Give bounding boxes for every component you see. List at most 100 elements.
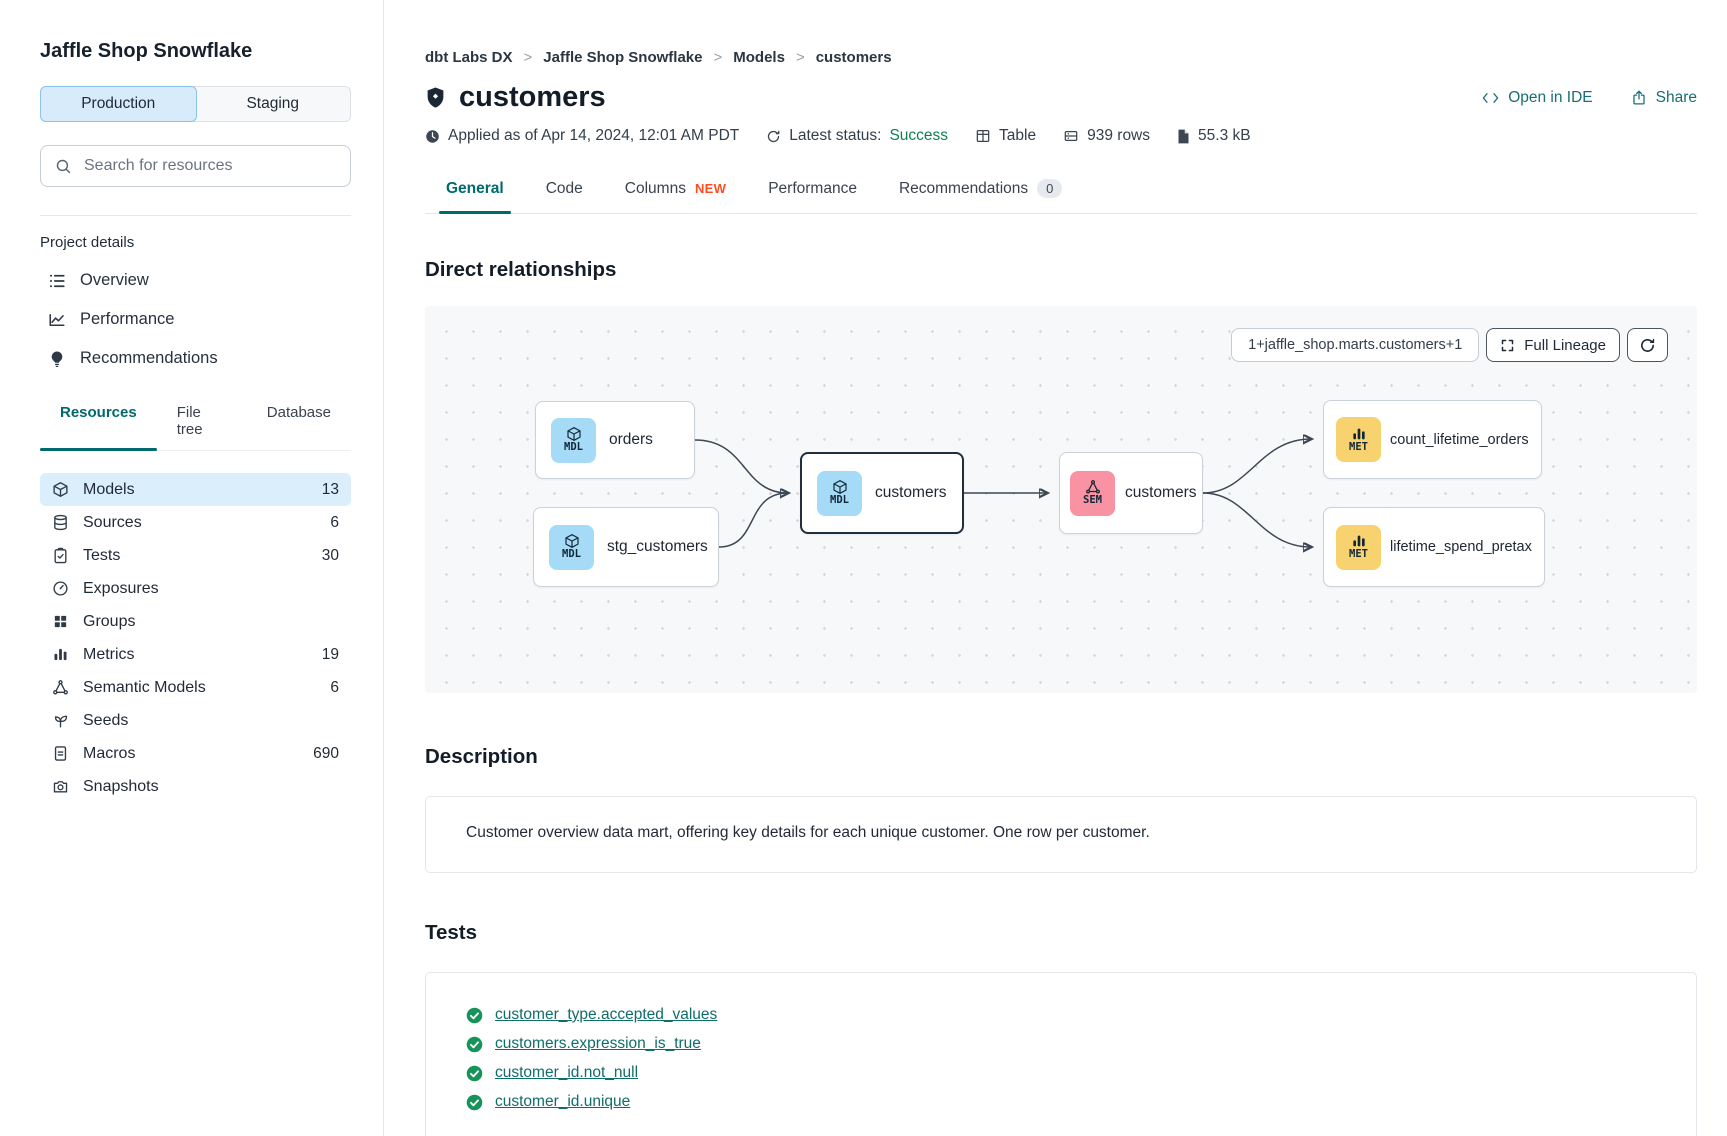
semantic-badge: SEM [1070,470,1115,516]
env-tab-staging[interactable]: Staging [246,95,300,112]
resource-label: Snapshots [83,777,159,795]
cube-icon [564,534,579,549]
search-icon [56,159,71,173]
lineage-node-lifetime-spend-pretax[interactable]: MET lifetime_spend_pretax [1323,507,1545,587]
search-input[interactable] [84,157,336,175]
share-button[interactable]: Share [1631,89,1697,107]
search-box[interactable] [40,145,351,187]
tab-recommendations[interactable]: Recommendations 0 [878,179,1083,213]
resource-label: Seeds [83,711,129,729]
section-title-tests: Tests [425,921,478,944]
applied-timestamp: Applied as of Apr 14, 2024, 12:01 AM PDT [425,127,739,145]
table-icon [976,130,990,142]
bar-chart-icon [1352,535,1365,547]
count-badge: 0 [1037,179,1063,198]
sidebar-item-label: Overview [80,271,149,289]
sidebar-item-macros[interactable]: Macros 690 [40,737,351,770]
share-icon [1632,90,1645,105]
sidebar-item-label: Performance [80,310,175,328]
clock-icon [426,129,439,143]
check-circle-icon [466,1065,483,1081]
sidebar-item-exposures[interactable]: Exposures [40,572,351,605]
tab-database[interactable]: Database [266,404,331,421]
code-icon [1482,92,1499,103]
full-lineage-button[interactable]: Full Lineage [1486,328,1620,362]
sidebar-item-performance[interactable]: Performance [40,300,351,339]
lineage-panel[interactable]: 1+jaffle_shop.marts.customers+1 Full Lin… [425,306,1697,693]
resource-label: Sources [83,513,142,531]
model-badge: MDL [817,470,862,516]
lineage-node-customers-model[interactable]: MDL customers [800,452,964,534]
database-icon [54,514,67,531]
cube-icon [566,427,581,442]
bar-chart-icon [1352,428,1365,440]
test-link[interactable]: customers.expression_is_true [495,1035,701,1052]
description-card: Customer overview data mart, offering ke… [425,796,1697,873]
resource-count: 13 [321,480,339,498]
check-circle-icon [466,1007,483,1023]
chevron-right-icon: > [523,49,533,66]
sidebar: Jaffle Shop Snowflake Production Staging… [0,0,384,1136]
chevron-right-icon: > [713,49,723,66]
tab-performance[interactable]: Performance [768,179,857,197]
lineage-node-orders[interactable]: MDL orders [535,401,695,479]
grid-icon [54,615,67,628]
open-in-ide-button[interactable]: Open in IDE [1482,89,1593,107]
resource-label: Metrics [83,645,135,663]
bar-chart-icon [54,648,67,661]
tab-general[interactable]: General [425,179,525,214]
sidebar-item-groups[interactable]: Groups [40,605,351,638]
chart-line-icon [49,313,65,326]
model-badge: MDL [549,524,594,570]
sidebar-divider [40,215,351,216]
rows-icon [1064,131,1078,141]
chevron-right-icon: > [795,49,805,66]
tab-resources[interactable]: Resources [40,404,157,451]
refresh-lineage-button[interactable] [1627,328,1668,362]
resource-label: Tests [83,546,121,564]
sidebar-item-tests[interactable]: Tests 30 [40,539,351,572]
lineage-node-count-lifetime-orders[interactable]: MET count_lifetime_orders [1323,400,1542,479]
tab-code[interactable]: Code [545,179,583,197]
lineage-selector-input[interactable]: 1+jaffle_shop.marts.customers+1 [1231,328,1480,362]
test-link[interactable]: customer_type.accepted_values [495,1006,718,1023]
clipboard-check-icon [54,547,67,564]
semantic-network-icon [1085,480,1100,494]
sidebar-item-metrics[interactable]: Metrics 19 [40,638,351,671]
metric-badge: MET [1336,417,1381,462]
environment-toggle: Production Staging [40,86,351,122]
tests-card: customer_type.accepted_values customers.… [425,972,1697,1136]
breadcrumb-item-project[interactable]: Jaffle Shop Snowflake [543,49,703,66]
sidebar-item-models[interactable]: Models 13 [40,473,351,506]
tab-file-tree[interactable]: File tree [176,404,203,438]
section-title-direct-relationships: Direct relationships [425,258,617,281]
resource-label: Groups [83,612,136,630]
resource-count: 6 [330,513,339,531]
breadcrumb-item-models[interactable]: Models [733,49,785,66]
description-text: Customer overview data mart, offering ke… [466,824,1150,841]
cube-icon [832,480,847,495]
env-tab-production[interactable]: Production [40,86,197,122]
sidebar-item-sources[interactable]: Sources 6 [40,506,351,539]
test-link[interactable]: customer_id.unique [495,1093,631,1110]
resource-count: 6 [330,678,339,696]
sidebar-item-snapshots[interactable]: Snapshots [40,770,351,803]
lineage-node-customers-semantic[interactable]: SEM customers [1059,452,1203,534]
section-title-description: Description [425,745,538,768]
tab-columns[interactable]: Columns NEW [624,179,727,197]
breadcrumb-item-dbt-labs-dx[interactable]: dbt Labs DX [425,49,513,66]
sidebar-item-overview[interactable]: Overview [40,261,351,300]
check-circle-icon [466,1094,483,1110]
semantic-network-icon [53,680,68,695]
status-success-text: Success [889,127,949,144]
metric-badge: MET [1336,524,1381,570]
test-link[interactable]: customer_id.not_null [495,1064,639,1081]
sidebar-item-seeds[interactable]: Seeds [40,704,351,737]
lineage-node-stg-customers[interactable]: MDL stg_customers [533,507,719,587]
sidebar-item-semantic-models[interactable]: Semantic Models 6 [40,671,351,704]
latest-status: Latest status: Success [766,127,948,145]
file-text-icon [54,746,67,761]
sidebar-item-recommendations[interactable]: Recommendations [40,339,351,378]
breadcrumb-item-customers[interactable]: customers [815,49,892,66]
page-title: customers [459,81,606,113]
